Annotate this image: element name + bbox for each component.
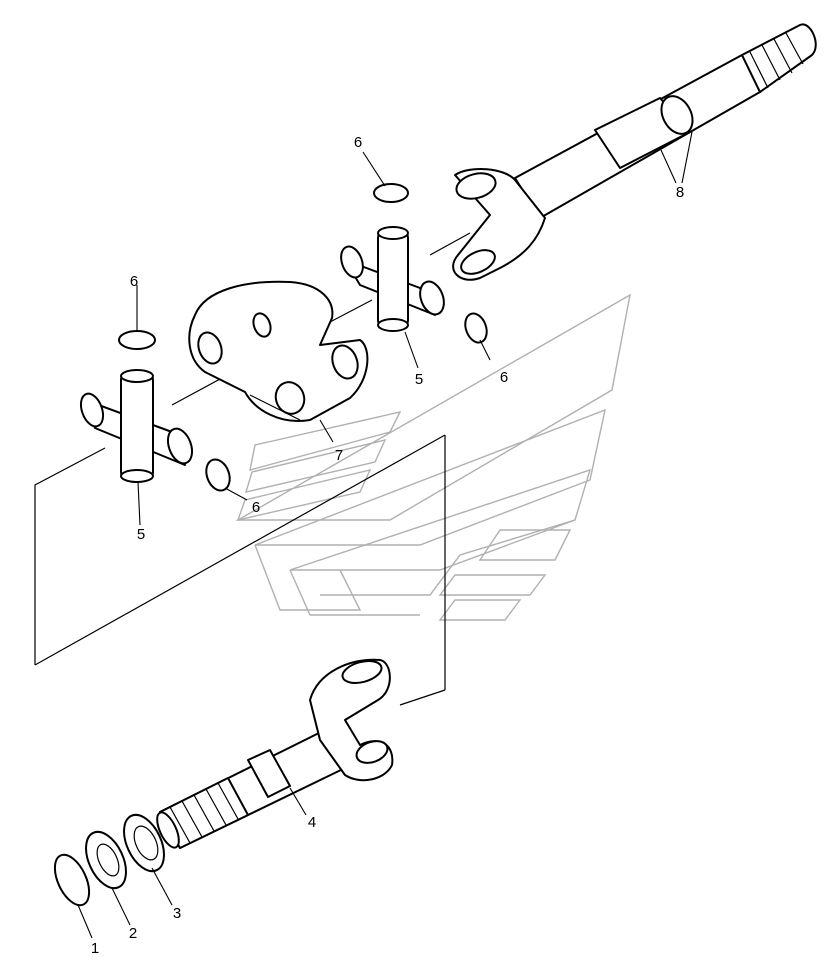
- splined-washer: [85, 830, 127, 890]
- callout-labels: 6 6 6 6 5 5 7 8 4 1 2 3: [91, 134, 684, 957]
- axle-shaft-upper: [452, 23, 817, 281]
- assembly-guide-lines: [34, 232, 471, 706]
- lock-plate: [123, 813, 165, 873]
- snap-rings: [118, 183, 488, 492]
- universal-joint-cross-upper: [340, 226, 445, 332]
- callout-6-top: 6: [354, 134, 362, 151]
- callout-2: 2: [129, 925, 137, 942]
- callout-4: 4: [308, 814, 316, 831]
- callout-7: 7: [335, 447, 343, 464]
- axle-shaft-lower: [156, 658, 394, 849]
- callout-1: 1: [91, 940, 99, 957]
- leader-lines: [77, 131, 693, 939]
- retaining-ring: [53, 853, 91, 907]
- callout-6-left: 6: [130, 273, 138, 290]
- callout-6-right: 6: [500, 369, 508, 386]
- callout-5-lower: 5: [137, 526, 145, 543]
- universal-joint-cross-lower: [79, 369, 194, 483]
- callout-5-upper: 5: [415, 371, 423, 388]
- callout-8: 8: [676, 184, 684, 201]
- double-yoke: [188, 280, 369, 422]
- callout-6-lower: 6: [252, 499, 260, 516]
- callout-3: 3: [173, 905, 181, 922]
